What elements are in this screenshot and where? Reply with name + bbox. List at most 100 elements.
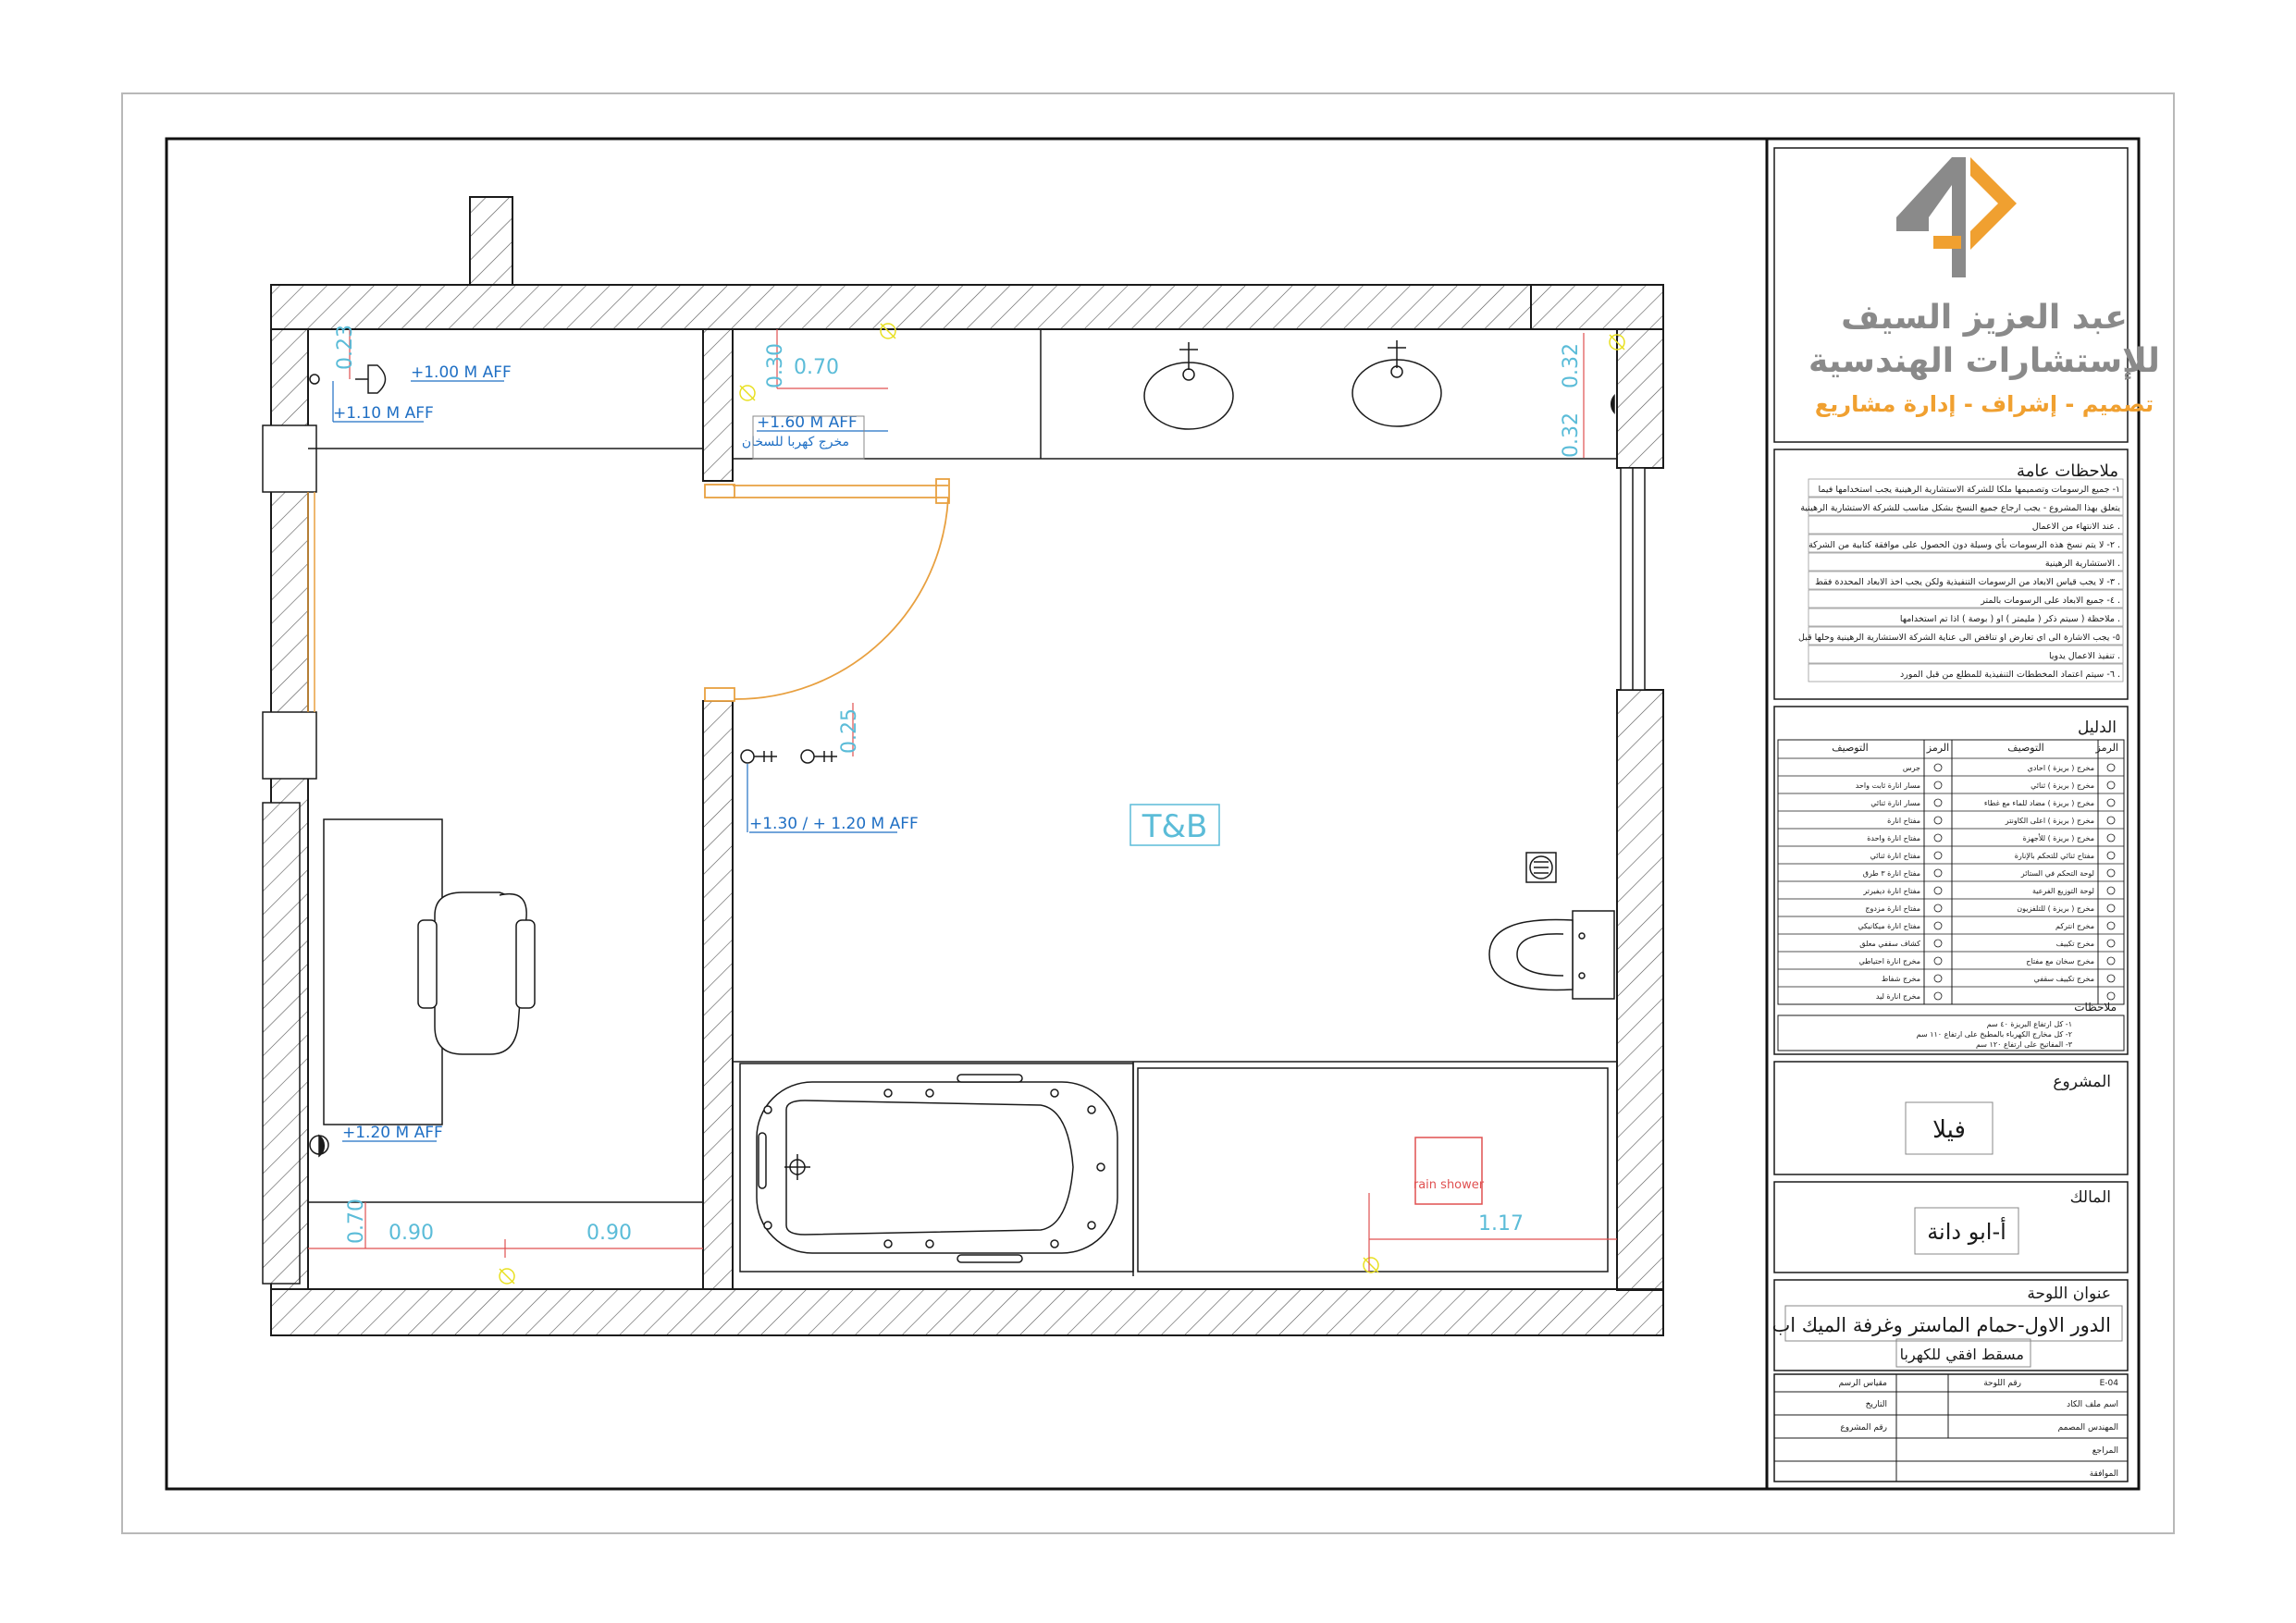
room-label: T&B xyxy=(1142,808,1208,845)
remark-line: ٣- المفاتيح على ارتفاع ١٢٠ سم xyxy=(1976,1040,2073,1049)
legend-symbol-icon xyxy=(2106,974,2116,983)
legend-item-left: مسار انارة ثابت واحد xyxy=(1856,781,1920,790)
legend-item-left: مفتاح انارة ثنائي xyxy=(1870,852,1920,860)
legend-title: الدليل xyxy=(2078,719,2117,737)
legend-symbol-icon xyxy=(1933,904,1943,913)
room-label-box xyxy=(1129,804,1220,846)
note-box xyxy=(1808,497,2124,516)
toilet xyxy=(1488,910,1615,1000)
sheet-title-box xyxy=(1784,1305,2123,1342)
dimension-lines xyxy=(308,329,1617,1272)
legend-item-right: مخرج ( بريزة ) ثنائي xyxy=(2031,781,2094,790)
notes-title: ملاحظات عامة xyxy=(2017,461,2118,481)
owner-label: المالك xyxy=(2070,1188,2111,1207)
legend-item-left: كشاف سقفي معلق xyxy=(1859,940,1920,948)
legend-symbol-icon xyxy=(2106,904,2116,913)
shower-valves xyxy=(740,749,837,764)
legend-item-right: لوحة التحكم في الستائر xyxy=(2020,869,2094,878)
note-line: يتعلق بهذا المشروع - يجب ارجاع جميع النس… xyxy=(1800,503,2120,513)
note-line: ٢- لا يتم نسخ هذه الرسومات بأي وسيلة دون… xyxy=(1808,538,2120,550)
note-box xyxy=(1808,515,2124,535)
note-line: تنفيذ الاعمال يدويا . xyxy=(2049,651,2120,661)
legend-item-left: جرس xyxy=(1903,764,1920,772)
remarks-list: ١- كل ارتفاع البريزة ٤٠ سم ٢- كل مخارج ال… xyxy=(1917,1020,2073,1049)
note-box xyxy=(1808,589,2124,609)
legend-symbol-icon xyxy=(1933,833,1943,842)
note-box xyxy=(1808,478,2124,498)
notes-list: ١- جميع الرسومات وتصميمها ملكا للشركة ال… xyxy=(1798,478,2124,682)
owner-value: أ-ابو دانة xyxy=(1927,1217,2006,1245)
legend-symbol-icon xyxy=(1933,921,1943,930)
legend-symbol-icon xyxy=(2106,991,2116,1001)
info-drawing-name: اسم ملف الكاد xyxy=(2067,1400,2118,1409)
sheet-title-label: عنوان اللوحة xyxy=(2027,1285,2111,1303)
project-value-box xyxy=(1905,1101,1994,1155)
sheet-title-line2: مسقط افقي للكهربا xyxy=(1900,1346,2024,1364)
legend-item-right: لوحة التوزيع الفرعية xyxy=(2032,887,2094,895)
legend-symbol-icon xyxy=(1933,991,1943,1001)
note-box xyxy=(1808,663,2124,682)
legend-item-left: مفتاح انارة ٣ طرق xyxy=(1863,869,1920,878)
note-box xyxy=(1808,571,2124,590)
legend-symbol-icon xyxy=(2106,868,2116,878)
sheet-title-line1: الدور الاول-حمام الماستر وغرفة الميك اب xyxy=(1771,1314,2111,1336)
outlet-symbols xyxy=(309,364,1615,1158)
legend-item-right: مخرج تكييف سقفي xyxy=(2034,975,2094,983)
rain-shower-label: rain shower xyxy=(1413,1178,1485,1192)
note-line: ٦- سيتم اعتماد المخططات التنفيذية للمطلع… xyxy=(1900,670,2120,680)
note-line: ملاحظة ( سيتم ذكر ( مليمتر ) او ( بوصة )… xyxy=(1900,614,2120,624)
legend-item-left: مسار انارة ثنائي xyxy=(1870,799,1920,807)
title-block xyxy=(1773,147,2129,1482)
legend-symbol-icon xyxy=(2106,798,2116,807)
dim-032b: 0.32 xyxy=(1560,412,1583,458)
remark-line: ١- كل ارتفاع البريزة ٤٠ سم xyxy=(1987,1020,2072,1028)
dim-025: 0.25 xyxy=(838,708,861,754)
sink-left xyxy=(1143,342,1234,430)
legend-item-right: مخرج ( بريزة ) اعلى الكاونتر xyxy=(2005,817,2094,825)
dim-023: 0.23 xyxy=(334,325,357,370)
note-line: ٥- يجب الاشارة الى اي تعارض او تناقض الى… xyxy=(1798,633,2120,643)
legend-item-left: مخرج شفاط xyxy=(1882,975,1920,983)
note-line: ١- جميع الرسومات وتصميمها ملكا للشركة ال… xyxy=(1819,485,2120,495)
legend-symbol-icon xyxy=(1933,816,1943,825)
rain-shower-box xyxy=(1414,1137,1483,1205)
legend-item-right: مفتاح ثنائي للتحكم بالإنارة xyxy=(2015,852,2094,861)
bathtub xyxy=(739,1063,1134,1273)
project-label: المشروع xyxy=(2053,1073,2111,1091)
company-logo xyxy=(1896,157,2017,277)
tag-4: +1.30 / + 1.20 M AFF xyxy=(749,815,919,833)
legend-item-left: مفتاح انارة xyxy=(1887,817,1920,825)
outer-frame xyxy=(121,92,2175,1534)
dim-090a: 0.90 xyxy=(389,1222,434,1245)
sheet-subtitle-box xyxy=(1895,1338,2031,1368)
info-revision: المراجع xyxy=(2092,1446,2118,1456)
info-scale: مقياس الرسم xyxy=(1839,1379,1888,1388)
note-box xyxy=(1808,645,2124,664)
legend-col-desc-left: التوصيف xyxy=(1832,742,1868,754)
electrical-tags: +1.00 M AFF +1.10 M AFF +1.60 M AFF مخرج… xyxy=(332,363,919,1142)
sink-right xyxy=(1352,340,1442,427)
info-approval: الموافقة xyxy=(2090,1469,2118,1479)
legend-symbol-icon xyxy=(2106,939,2116,948)
legend-symbol-icon xyxy=(1933,956,1943,965)
makeup-counter xyxy=(308,448,703,1203)
note-box xyxy=(1808,608,2124,627)
legend-item-right: مخرج انتركم xyxy=(2055,922,2094,930)
note-line: الاستشارية الرهينية . xyxy=(2045,559,2120,569)
remark-line: ٢- كل مخارج الكهرباء بالمطبخ على ارتفاع … xyxy=(1917,1030,2072,1039)
note-line: ٤- جميع الابعاد على الرسومات بالمتر . xyxy=(1980,596,2120,606)
company-tagline: تصميم - إشراف - إدارة مشاريع xyxy=(1815,391,2154,417)
legend-item-right: مخرج ( بريزة ) مضاد للماء مع غطاء xyxy=(1984,799,2094,807)
legend-symbol-icon xyxy=(1933,781,1943,790)
legend-symbol-icon xyxy=(1933,974,1943,983)
legend-symbol-icon xyxy=(2106,781,2116,790)
legend-item-left: مفتاح انارة ديفيرتر xyxy=(1862,887,1920,895)
info-sheet-no: رقم اللوحة xyxy=(1983,1379,2021,1388)
vanity-counter xyxy=(732,328,1618,460)
right-window xyxy=(1620,467,1646,691)
note-box xyxy=(1808,552,2124,572)
legend-symbol-icon xyxy=(2106,956,2116,965)
legend-item-left: مخرج انارة ليد xyxy=(1876,992,1920,1001)
legend-item-right: مخرج ( بريزة ) للتلفزيون xyxy=(2017,904,2094,913)
